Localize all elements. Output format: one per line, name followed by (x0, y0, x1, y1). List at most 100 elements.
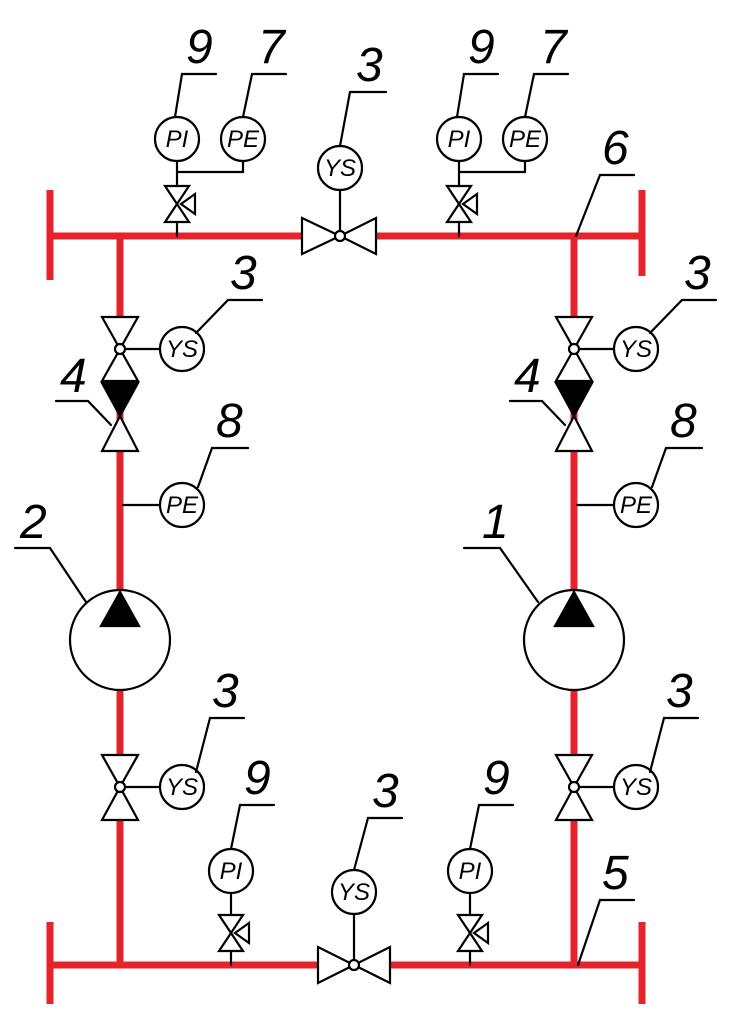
callout-3-left-lower: 3 (212, 665, 239, 718)
leader-line (241, 72, 288, 119)
callout-3-bottom-center: 3 (372, 765, 399, 818)
leader-line (576, 898, 636, 967)
root-valve-bottom-icon (455, 931, 485, 953)
leader-line (338, 90, 388, 148)
leader-line (173, 72, 218, 119)
leader-line (508, 399, 567, 427)
valve-stem-icon (333, 229, 347, 243)
ys-actuator-code: YS (324, 155, 356, 182)
callout-3-right-lower: 3 (666, 665, 693, 718)
ys-actuator-bubble (612, 763, 660, 811)
ys-actuator-bubble (612, 325, 660, 373)
leader-line (194, 716, 246, 774)
leader-line (13, 546, 88, 604)
pe-sensor-code: PE (227, 126, 260, 153)
callout-8-left: 8 (216, 395, 243, 448)
callout-5-bottom-header: 5 (602, 847, 629, 900)
valve-body-top-icon (100, 753, 140, 790)
ys-actuator-code: YS (620, 774, 652, 801)
left-upper-ys-valve: YS (100, 315, 206, 383)
left-lower-ys-valve: YS (100, 753, 206, 822)
left-check-valve (100, 381, 140, 453)
bottom-right-pi-group: PI (446, 847, 494, 967)
callout-9-bottom-right: 9 (483, 752, 510, 805)
callout-8-right: 8 (670, 395, 697, 448)
pump-2-triangle-icon (99, 589, 141, 628)
pe-sensor-bubble (612, 481, 660, 529)
pi-gauge-bubble (435, 115, 483, 163)
ys-actuator-bubble (158, 325, 206, 373)
top-left-instrument-group: PI PE (153, 115, 267, 238)
check-valve-closed-half-icon (100, 381, 140, 419)
valve-body-top-icon (554, 753, 594, 790)
pi-gauge-code: PI (220, 858, 243, 885)
pump-1-triangle-icon (553, 589, 595, 628)
right-lower-ys-valve: YS (554, 753, 660, 822)
callout-7-top-right: 7 (540, 21, 569, 74)
ys-actuator-bubble (158, 763, 206, 811)
pi-gauge-bubble (153, 115, 201, 163)
right-upper-ys-valve: YS (554, 315, 660, 383)
valve-body-top-icon (100, 315, 140, 352)
valve-body-bottom-icon (554, 784, 594, 822)
root-valve-bottom-icon (216, 931, 246, 953)
callout-3-top-center: 3 (356, 39, 383, 92)
left-pe-sensor: PE (121, 481, 206, 529)
right-pe-sensor: PE (575, 481, 660, 529)
root-valve-handle-icon (233, 920, 251, 946)
leader-line (468, 803, 515, 851)
callout-9-top-left: 9 (186, 21, 213, 74)
leader-line (54, 399, 113, 427)
root-valve-handle-icon (461, 191, 479, 217)
check-valve-open-half-icon (554, 413, 594, 453)
valve-body-bottom-icon (100, 346, 140, 383)
leader-line (523, 72, 570, 119)
callout-7-top-left: 7 (258, 21, 287, 74)
leader-line (455, 72, 500, 119)
ys-actuator-code: YS (620, 336, 652, 363)
valve-body-left-icon (316, 945, 357, 985)
pe-sensor-code: PE (166, 492, 199, 519)
bottom-left-pi-group: PI (207, 847, 255, 967)
pump-2-left (68, 588, 172, 692)
callout-1-pump: 1 (482, 496, 509, 549)
callout-9-bottom-left: 9 (244, 752, 271, 805)
callouts: 9 7 3 9 7 6 3 3 4 4 8 8 2 1 3 3 (13, 21, 718, 967)
leader-line (194, 298, 264, 335)
callout-4-right: 4 (514, 350, 541, 403)
leader-line (650, 446, 704, 489)
leader-line (352, 816, 404, 872)
root-valve-handle-icon (472, 920, 490, 946)
pi-gauge-code: PI (166, 126, 189, 153)
valve-stem-icon (347, 958, 361, 972)
leader-line (229, 803, 276, 851)
bottom-center-ys-valve: YS (316, 868, 392, 985)
valve-body-top-icon (554, 315, 594, 352)
leader-line (196, 446, 250, 489)
leader-line (462, 546, 540, 604)
ys-actuator-code: YS (338, 879, 370, 906)
callout-3-right-upper: 3 (684, 247, 711, 300)
callout-2-pump: 2 (19, 496, 47, 549)
check-valve-closed-half-icon (554, 381, 594, 419)
valve-stem-icon (567, 342, 581, 356)
valve-stem-icon (567, 780, 581, 794)
valve-stem-icon (113, 342, 127, 356)
leader-line (574, 173, 636, 238)
ys-actuator-code: YS (166, 774, 198, 801)
valve-body-bottom-icon (100, 784, 140, 822)
valve-stem-icon (113, 780, 127, 794)
top-right-instrument-group: PI PE (435, 115, 549, 238)
callout-9-top-right: 9 (468, 21, 495, 74)
root-valve-handle-icon (179, 191, 197, 217)
ys-actuator-code: YS (166, 336, 198, 363)
pi-gauge-code: PI (448, 126, 471, 153)
callout-3-left-upper: 3 (230, 247, 257, 300)
root-valve-bottom-icon (162, 202, 192, 224)
leader-line (648, 298, 718, 335)
valve-body-right-icon (351, 945, 392, 985)
valve-body-bottom-icon (554, 346, 594, 383)
right-check-valve (554, 381, 594, 453)
pe-sensor-code: PE (509, 126, 542, 153)
